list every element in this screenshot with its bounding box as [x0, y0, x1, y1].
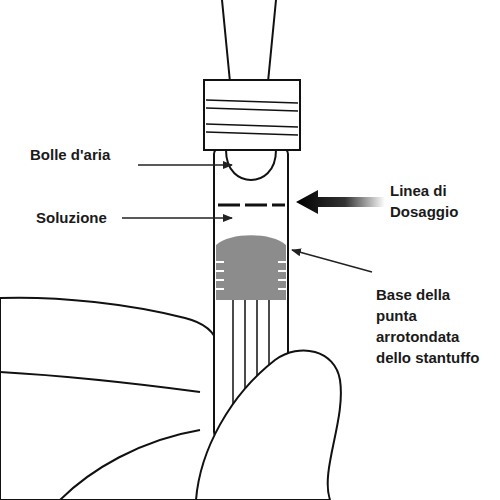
plunger-notch	[278, 288, 286, 290]
dosing-arrow	[296, 190, 385, 214]
plunger-notch	[278, 261, 286, 263]
part-label: Soluzione	[36, 207, 120, 228]
plunger-notch	[216, 288, 224, 290]
hub-thread	[206, 132, 298, 135]
hub-thread	[206, 100, 298, 103]
plunger-notch	[278, 270, 286, 272]
plunger-notch	[216, 270, 224, 272]
leader-line	[122, 217, 232, 219]
part-label: Linea di Dosaggio	[390, 180, 490, 222]
leader-line	[292, 250, 372, 272]
needle-cover	[222, 0, 276, 82]
hub-thread	[206, 108, 298, 111]
finger-line	[60, 430, 200, 500]
leader-line	[138, 164, 232, 166]
plunger-notch	[278, 279, 286, 281]
plunger-tip	[216, 235, 286, 300]
plunger-notch	[216, 261, 224, 263]
hub-thread	[206, 124, 298, 127]
part-label: Base della punta arrotondata dello stant…	[376, 284, 494, 368]
thumb	[196, 350, 341, 500]
part-label: Bolle d'aria	[30, 144, 134, 165]
air-bubble	[226, 150, 276, 180]
finger-line	[0, 372, 200, 392]
dosing-line	[218, 204, 285, 207]
needle-hub	[204, 80, 300, 150]
hand	[0, 298, 218, 500]
plunger-notch	[216, 279, 224, 281]
